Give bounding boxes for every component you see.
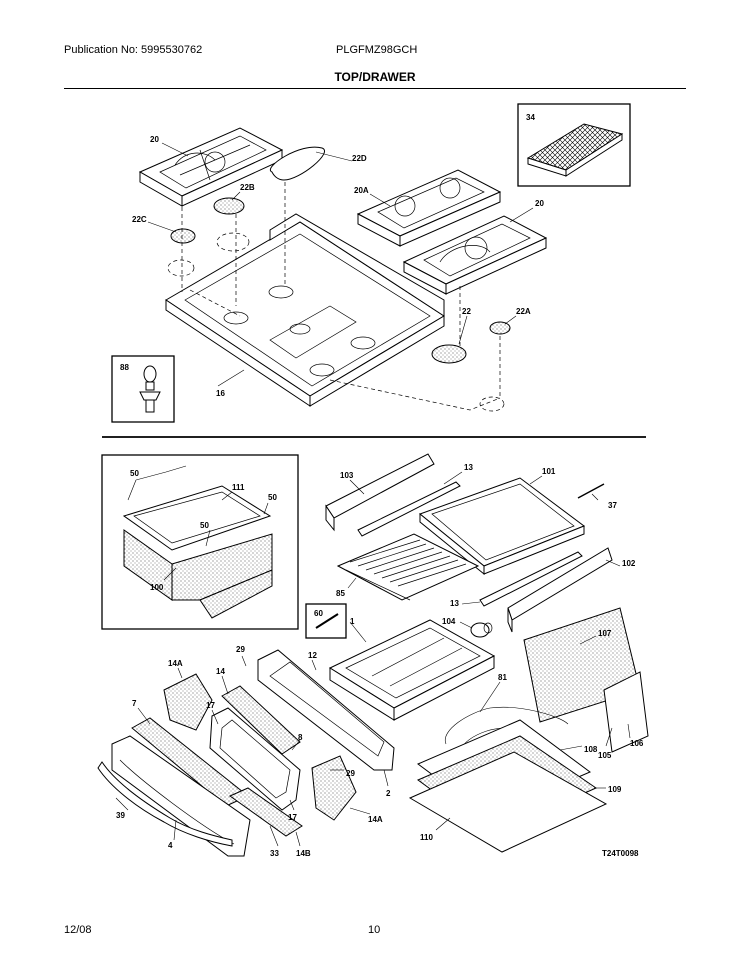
grate-20-left	[138, 127, 284, 207]
callout-14: 14	[216, 667, 225, 676]
callout-33: 33	[270, 849, 279, 858]
page-title: TOP/DRAWER	[334, 70, 416, 84]
callout-29-upper: 29	[236, 645, 245, 654]
callout-7: 7	[132, 699, 137, 708]
callout-50-c: 50	[200, 521, 209, 530]
callout-1: 1	[350, 617, 355, 626]
callout-34: 34	[526, 113, 535, 122]
drawer-box-100	[122, 485, 273, 619]
callout-22c: 22C	[132, 215, 147, 224]
callout-13-lower: 13	[450, 599, 459, 608]
insulation-14a-lower	[311, 755, 357, 821]
callout-16: 16	[216, 389, 225, 398]
inset-box-88	[111, 355, 175, 423]
header-rule	[64, 88, 686, 89]
callout-14a-lower: 14A	[368, 815, 383, 824]
callout-104: 104	[442, 617, 456, 626]
callout-110: 110	[420, 833, 433, 842]
callout-29-lower: 29	[346, 769, 355, 778]
callout-102: 102	[622, 559, 636, 568]
screw-60	[315, 613, 339, 629]
callout-22: 22	[462, 307, 471, 316]
callout-108: 108	[584, 745, 598, 754]
burner-cap-22	[431, 344, 467, 364]
callout-12: 12	[308, 651, 317, 660]
footer-date: 12/08	[64, 924, 92, 936]
callout-105: 105	[598, 751, 612, 760]
callout-8: 8	[298, 733, 303, 742]
callout-50-b: 50	[268, 493, 277, 502]
callout-2: 2	[386, 789, 391, 798]
drawing-code: T24T0098	[602, 849, 639, 858]
callout-14b: 14B	[296, 849, 311, 858]
oven-rack-85	[336, 533, 480, 601]
callout-22a: 22A	[516, 307, 531, 316]
callout-103: 103	[340, 471, 354, 480]
drawer-pan-1	[328, 619, 496, 721]
insulation-14	[221, 685, 301, 755]
callout-60: 60	[314, 609, 323, 618]
griddle-34	[526, 123, 624, 177]
drawer-frame-12	[257, 649, 395, 771]
cooktop-16	[165, 213, 445, 407]
callout-88: 88	[120, 363, 129, 372]
callout-50-a: 50	[130, 469, 139, 478]
slide-rail-13-lower	[479, 551, 583, 607]
callout-20-left: 20	[150, 135, 159, 144]
rear-bracket-105	[603, 671, 649, 753]
gasket-17	[209, 707, 301, 811]
top-panel-101	[418, 477, 586, 576]
callout-20a: 20A	[354, 186, 369, 195]
orifice-88	[139, 365, 161, 413]
callout-13-upper: 13	[464, 463, 473, 472]
callout-106: 106	[630, 739, 644, 748]
burner-cap-22b	[213, 197, 245, 215]
side-rail-103	[325, 453, 435, 519]
leader-lines	[115, 142, 631, 847]
footer-page-number: 10	[368, 924, 381, 936]
grate-20a	[356, 169, 502, 247]
callout-17-lower: 17	[288, 813, 297, 822]
callout-111: 111	[232, 483, 245, 492]
model-number: PLGFMZ98GCH	[336, 44, 418, 56]
callout-37: 37	[608, 501, 617, 510]
callout-107: 107	[598, 629, 612, 638]
grate-20-right	[402, 215, 548, 295]
callout-22d: 22D	[352, 154, 367, 163]
knob-104	[470, 622, 493, 638]
pin-37	[577, 483, 605, 499]
slide-rail-13-upper	[357, 481, 461, 537]
callout-81: 81	[498, 673, 507, 682]
burner-cap-22a	[489, 321, 511, 335]
callout-109: 109	[608, 785, 622, 794]
callout-14a-upper: 14A	[168, 659, 183, 668]
callout-4: 4	[168, 841, 173, 850]
callout-85: 85	[336, 589, 345, 598]
callout-17-upper: 17	[206, 701, 215, 710]
base-panel-110	[408, 751, 608, 853]
publication-number: Publication No: 5995530762	[64, 44, 203, 56]
callout-100: 100	[150, 583, 164, 592]
callout-39: 39	[116, 811, 125, 820]
insulation-14a-upper	[163, 673, 213, 731]
insulation-14b	[228, 787, 303, 837]
callout-20-right: 20	[535, 199, 544, 208]
burner-cap-22c	[170, 228, 196, 244]
callout-101: 101	[542, 467, 556, 476]
drawer-front-4	[97, 735, 251, 857]
callout-22b: 22B	[240, 183, 255, 192]
center-cover-22d	[269, 146, 325, 181]
